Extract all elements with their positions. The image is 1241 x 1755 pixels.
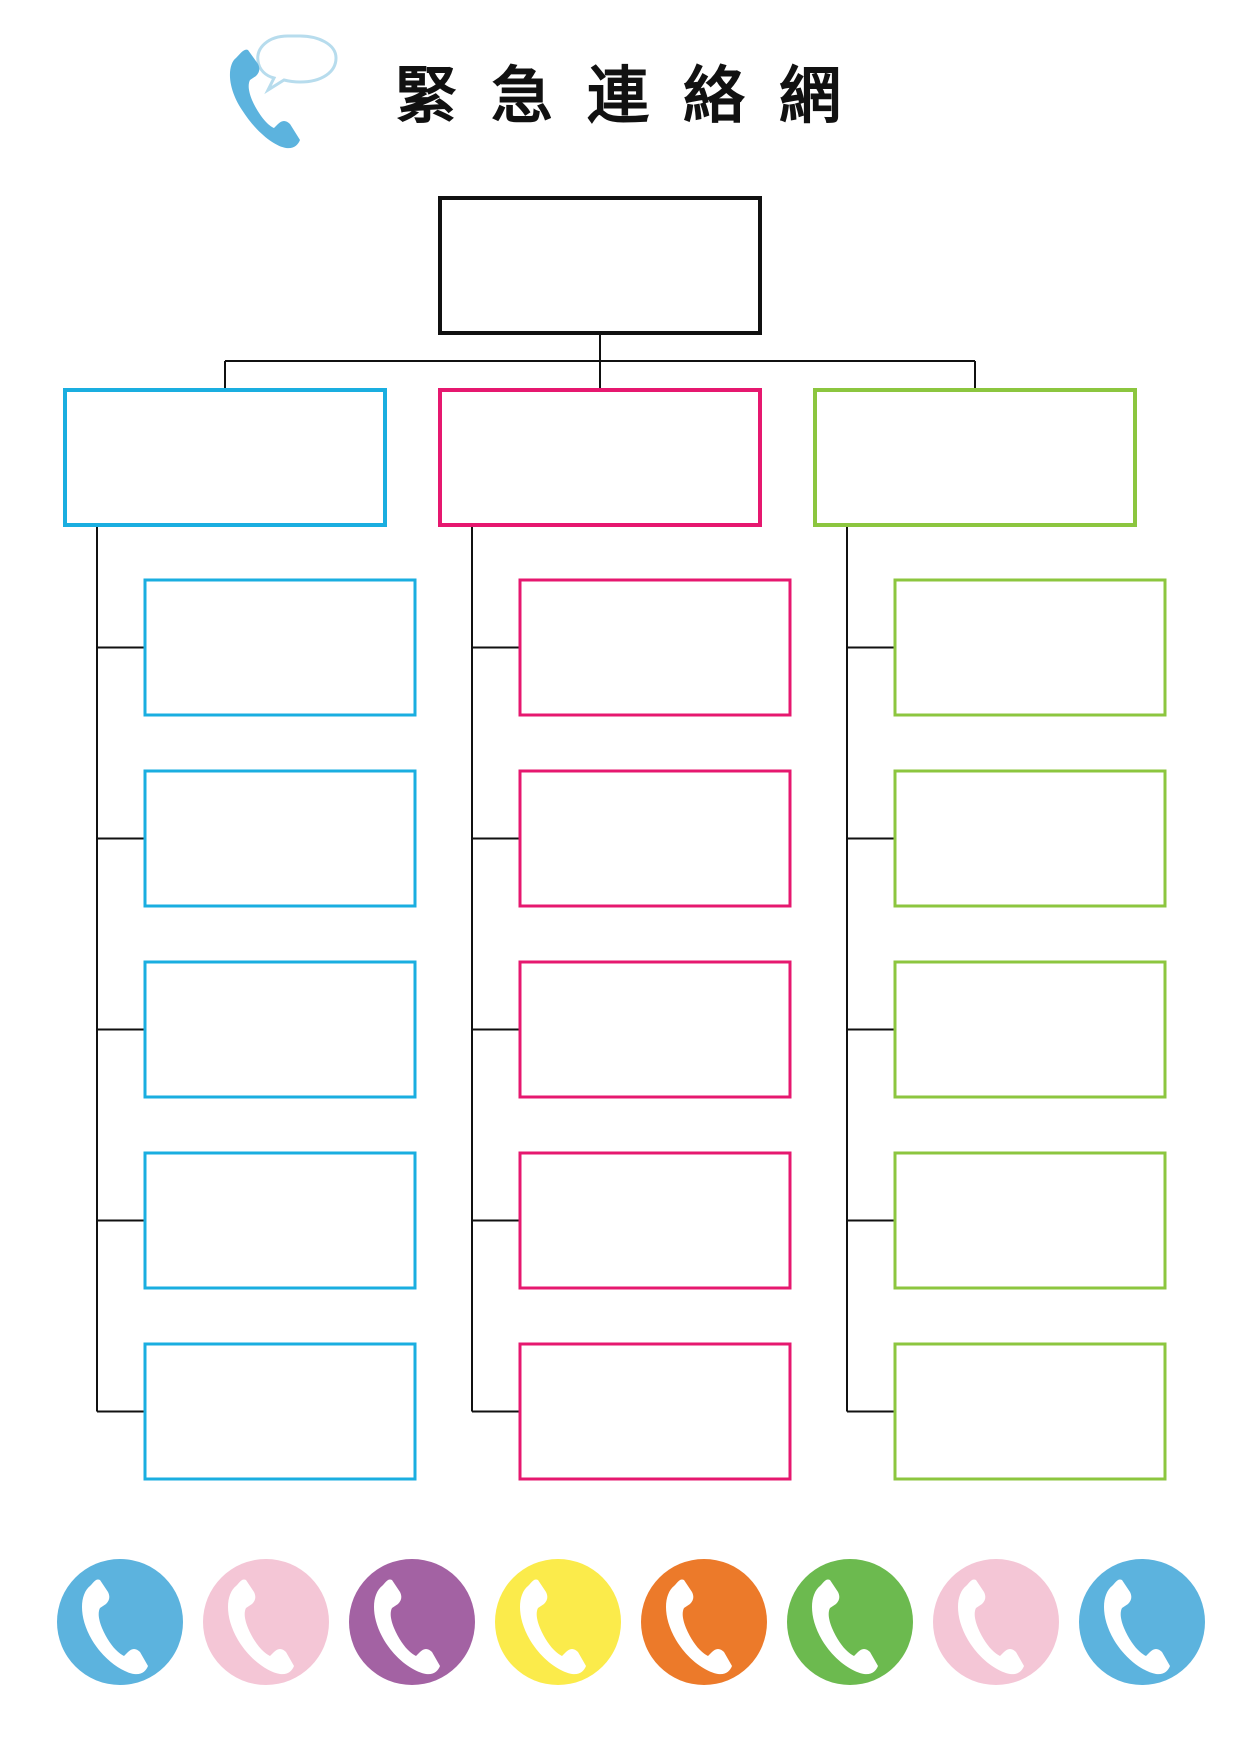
- phone-icon: [229, 34, 338, 149]
- phone-circle-icon: [641, 1559, 767, 1685]
- phone-circle-icon: [495, 1559, 621, 1685]
- group-pink-member-box[interactable]: [518, 1151, 792, 1290]
- group-blue-member-box[interactable]: [143, 769, 417, 908]
- group-blue-leader-box[interactable]: [63, 388, 387, 527]
- group-green-member-box[interactable]: [893, 1151, 1167, 1290]
- group-blue-member-box[interactable]: [143, 1151, 417, 1290]
- page-title: 緊急連絡網: [395, 59, 876, 132]
- group-pink-member-box[interactable]: [518, 769, 792, 908]
- root-box[interactable]: [438, 196, 762, 335]
- group-pink-member-box[interactable]: [518, 960, 792, 1099]
- phone-circle-icon: [349, 1559, 475, 1685]
- group-green-member-box[interactable]: [893, 578, 1167, 717]
- group-green-member-box[interactable]: [893, 1342, 1167, 1481]
- group-green-member-box[interactable]: [893, 960, 1167, 1099]
- group-pink-leader-box[interactable]: [438, 388, 762, 527]
- group-pink-member-box[interactable]: [518, 578, 792, 717]
- group-blue-member-box[interactable]: [143, 960, 417, 1099]
- speech-bubble-icon: [256, 34, 338, 95]
- phone-circle-icon: [57, 1559, 183, 1685]
- group-green-member-box[interactable]: [893, 769, 1167, 908]
- group-green-leader-box[interactable]: [813, 388, 1137, 527]
- phone-circle-icon: [787, 1559, 913, 1685]
- group-blue-member-box[interactable]: [143, 578, 417, 717]
- group-blue-member-box[interactable]: [143, 1342, 417, 1481]
- group-pink-member-box[interactable]: [518, 1342, 792, 1481]
- phone-circle-icon: [1079, 1559, 1205, 1685]
- phone-circle-icon: [933, 1559, 1059, 1685]
- phone-circle-icon: [203, 1559, 329, 1685]
